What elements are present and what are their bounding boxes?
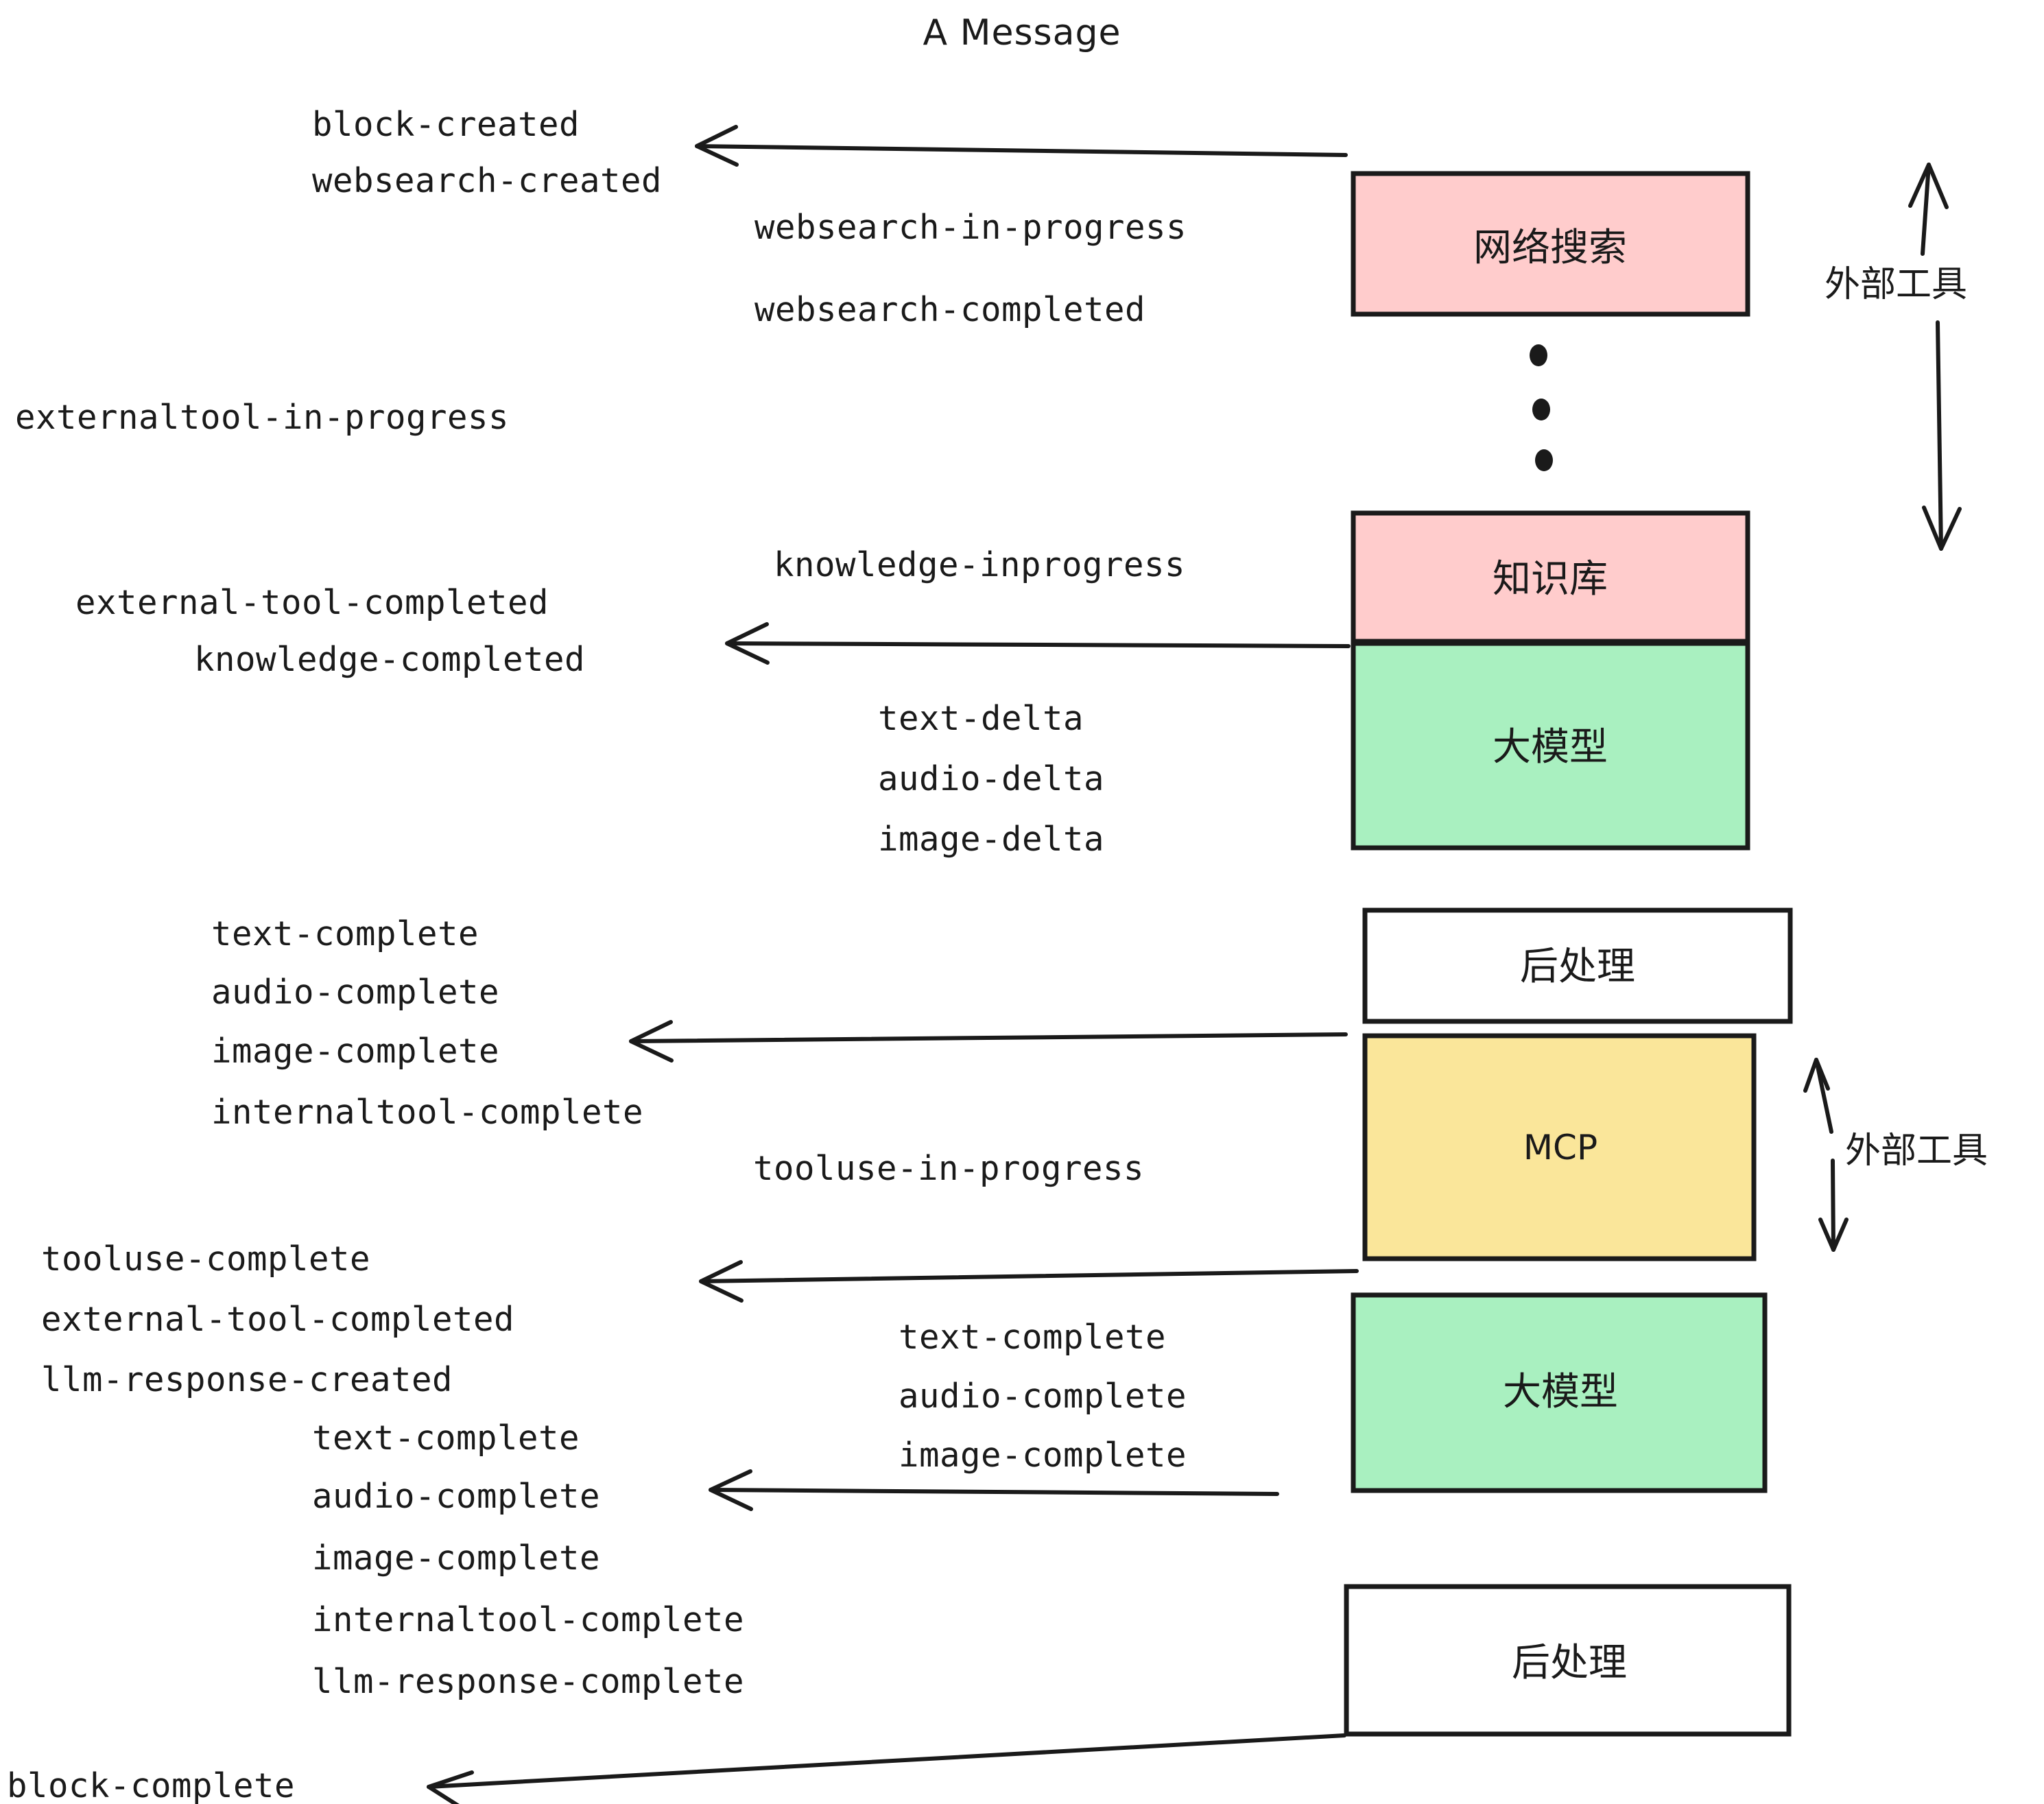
event-label-image-delta-2: image-complete	[899, 1436, 1187, 1475]
node-knowledge-base: 知识库	[1351, 510, 1750, 644]
event-label-external-tool-completed-1: external-tool-completed	[75, 583, 549, 622]
node-postprocess-first-label: 后处理	[1520, 945, 1635, 989]
node-knowledge-base-rect	[1351, 510, 1750, 644]
event-label-audio-delta-2: audio-complete	[899, 1377, 1187, 1416]
event-label-audio-complete-2: audio-complete	[312, 1477, 600, 1516]
node-postprocess-first-rect	[1362, 907, 1793, 1024]
external-tool-lower-bracket	[1803, 1058, 1849, 1252]
external-tool-upper-bracket	[1908, 163, 1962, 551]
event-label-websearch-in-progress: websearch-in-progress	[754, 208, 1187, 247]
node-mcp: MCP	[1362, 1033, 1757, 1261]
arrow-knowledge-to-knowledge-completed	[725, 622, 1351, 665]
node-mcp-rect	[1362, 1033, 1757, 1261]
event-label-text-complete-1: text-complete	[211, 914, 479, 953]
external-tool-upper-label: 外部工具	[1825, 264, 1967, 305]
arrow-postprocess-to-block-complete	[427, 1733, 1346, 1804]
arrow-llm-to-audio-complete	[709, 1469, 1279, 1511]
node-postprocess-first: 后处理	[1362, 907, 1793, 1024]
node-websearch: 网络搜索	[1351, 171, 1750, 317]
event-label-llm-response-complete: llm-response-complete	[312, 1662, 744, 1701]
node-postprocess-second: 后处理	[1344, 1584, 1792, 1737]
event-label-websearch-completed: websearch-completed	[754, 290, 1145, 329]
node-mcp-label: MCP	[1523, 1128, 1597, 1167]
event-label-externaltool-in-progress: externaltool-in-progress	[15, 398, 509, 437]
node-llm-second-rect	[1351, 1292, 1768, 1493]
event-label-internaltool-complete-2: internaltool-complete	[312, 1600, 744, 1639]
node-llm-first-label: 大模型	[1493, 725, 1608, 770]
diagram-title: A Message	[923, 12, 1121, 54]
event-label-external-tool-completed-2: external-tool-completed	[41, 1300, 514, 1339]
node-llm-first-rect	[1351, 641, 1750, 851]
event-label-tooluse-complete: tooluse-complete	[41, 1239, 370, 1279]
external-tool-lower-label: 外部工具	[1845, 1130, 1988, 1172]
event-label-text-delta-1: text-delta	[878, 699, 1084, 738]
node-websearch-rect	[1351, 171, 1750, 317]
event-label-image-complete-2: image-complete	[312, 1539, 600, 1578]
event-label-tooluse-in-progress: tooluse-in-progress	[753, 1149, 1144, 1188]
event-label-internaltool-complete-1: internaltool-complete	[211, 1093, 643, 1132]
event-label-text-complete-2: text-complete	[312, 1419, 580, 1458]
node-postprocess-second-rect	[1344, 1584, 1792, 1737]
arrow-mcp-to-tooluse-complete	[699, 1260, 1359, 1303]
event-label-knowledge-inprogress: knowledge-inprogress	[774, 545, 1185, 584]
event-label-block-created: block-created	[312, 105, 580, 144]
node-llm-second-label: 大模型	[1503, 1370, 1618, 1414]
event-label-audio-complete-1: audio-complete	[211, 973, 499, 1012]
event-label-block-complete: block-complete	[7, 1766, 295, 1804]
event-label-text-delta-2: text-complete	[899, 1318, 1166, 1357]
event-label-knowledge-completed: knowledge-completed	[194, 640, 585, 679]
node-postprocess-second-label: 后处理	[1512, 1641, 1627, 1685]
node-knowledge-base-label: 知识库	[1493, 557, 1608, 602]
node-llm-first: 大模型	[1351, 641, 1750, 851]
event-label-image-delta-1: image-delta	[878, 820, 1104, 859]
vertical-ellipsis-icon	[1530, 344, 1553, 471]
event-label-audio-delta-1: audio-delta	[878, 759, 1104, 798]
node-llm-second: 大模型	[1351, 1292, 1768, 1493]
node-websearch-label: 网络搜索	[1473, 226, 1627, 270]
arrow-postprocess-to-image-complete	[629, 1020, 1348, 1063]
arrow-websearch-to-block-created	[695, 125, 1348, 167]
event-label-image-complete-1: image-complete	[211, 1032, 499, 1071]
event-label-llm-response-created: llm-response-created	[41, 1360, 453, 1399]
event-label-websearch-created: websearch-created	[312, 161, 662, 200]
